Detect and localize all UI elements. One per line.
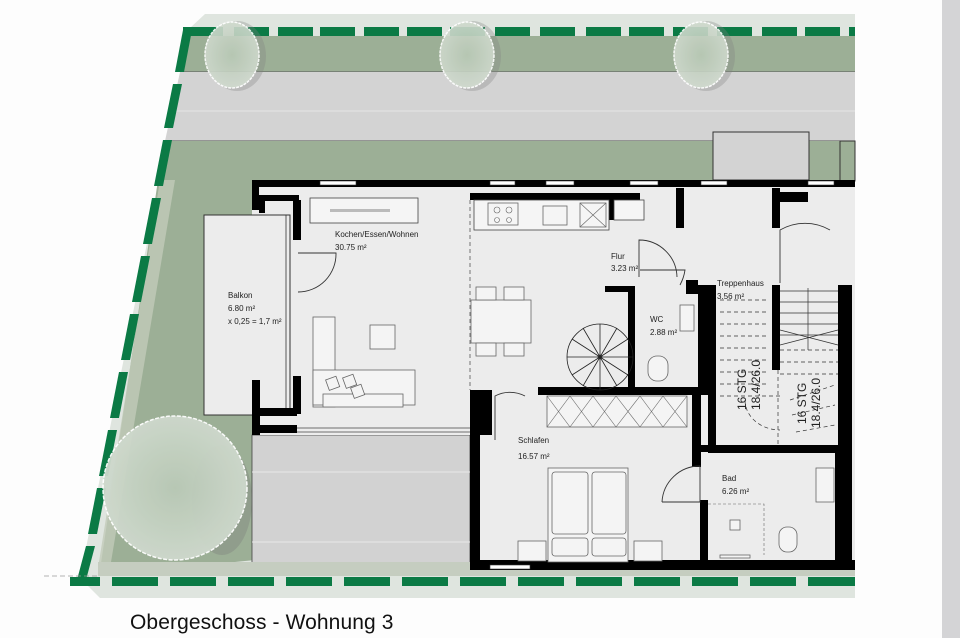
room-area-treppenhaus: 3.56 m² <box>717 292 744 301</box>
room-area-flur: 3.23 m² <box>611 264 638 273</box>
spiral-staircase <box>566 323 634 391</box>
tree-icon <box>439 21 501 91</box>
hedge-border <box>70 27 855 586</box>
tree-icon <box>102 415 252 561</box>
room-name-flur: Flur <box>611 252 625 261</box>
dining-table <box>470 299 532 344</box>
room-name-wc: WC <box>650 315 664 324</box>
tree-icon <box>204 21 266 91</box>
street <box>165 72 855 141</box>
stairwell <box>720 288 839 445</box>
stair-label-2-count: 16 STG <box>795 383 809 424</box>
room-area-bad: 6.26 m² <box>722 487 749 496</box>
room-note-balkon: x 0,25 = 1,7 m² <box>228 317 282 326</box>
balcony <box>203 214 291 416</box>
stair-label-1-ratio: 18.4/26.0 <box>749 360 763 410</box>
room-name-kochen: Kochen/Essen/Wohnen <box>335 230 418 239</box>
room-area-balkon: 6.80 m² <box>228 304 255 313</box>
room-name-schlafen: Schlafen <box>518 436 549 445</box>
lawn-top <box>180 36 855 72</box>
stair-label-1-count: 16 STG <box>735 369 749 410</box>
room-name-treppenhaus: Treppenhaus <box>717 279 764 288</box>
entrance-canopy <box>712 131 810 181</box>
room-name-balkon: Balkon <box>228 291 252 300</box>
room-labels: Balkon 6.80 m² x 0,25 = 1,7 m² Kochen/Es… <box>228 230 823 496</box>
stair-label-2-ratio: 18.4/26.0 <box>809 378 823 428</box>
room-area-schlafen: 16.57 m² <box>518 452 550 461</box>
plan-title: Obergeschoss - Wohnung 3 <box>130 611 394 634</box>
kitchen-counter <box>473 199 610 231</box>
building <box>203 180 855 570</box>
tree-icon <box>673 21 735 91</box>
paved-area <box>251 434 471 564</box>
lawn-middle <box>158 141 855 180</box>
room-area-kochen: 30.75 m² <box>335 243 367 252</box>
room-area-wc: 2.88 m² <box>650 328 677 337</box>
scrollbar[interactable] <box>942 0 960 638</box>
room-name-bad: Bad <box>722 474 736 483</box>
